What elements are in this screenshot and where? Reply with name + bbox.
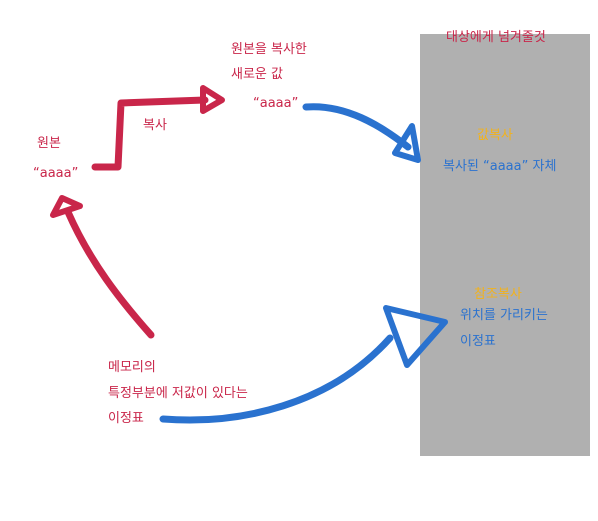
- pointer-line3: 이정표: [108, 411, 144, 426]
- pointer-to-original-arrow: [64, 208, 155, 339]
- original-value: “aaaa”: [33, 166, 79, 181]
- value-copy-arrow-head: [392, 123, 421, 163]
- value-copy-desc: 복사된 “aaaa” 자체: [443, 159, 557, 174]
- pointer-line1: 메모리의: [108, 360, 156, 375]
- value-copy-arrow: [302, 103, 412, 151]
- value-copy-title: 값복사: [477, 128, 513, 143]
- copy-action-label: 복사: [143, 118, 167, 133]
- target-panel: [420, 34, 590, 456]
- reference-copy-arrow-head: [383, 305, 448, 368]
- pointer-line2: 특정부분에 저값이 있다는: [108, 386, 248, 401]
- pointer-to-original-arrow-head: [50, 195, 83, 218]
- copy-arrow: [91, 96, 209, 171]
- reference-copy-title: 참조복사: [474, 287, 522, 302]
- original-label: 원본: [37, 136, 61, 151]
- reference-copy-arrow: [159, 334, 394, 424]
- reference-copy-desc-line2: 이정표: [460, 334, 496, 349]
- panel-title: 대상에게 넘겨줄것: [446, 30, 546, 45]
- reference-copy-desc-line1: 위치를 가리키는: [460, 308, 548, 323]
- new-value-line1: 원본을 복사한: [231, 42, 307, 57]
- copy-arrow-head: [200, 85, 225, 114]
- new-value-line2: 새로운 값: [231, 67, 283, 82]
- new-value-value: “aaaa”: [253, 96, 299, 111]
